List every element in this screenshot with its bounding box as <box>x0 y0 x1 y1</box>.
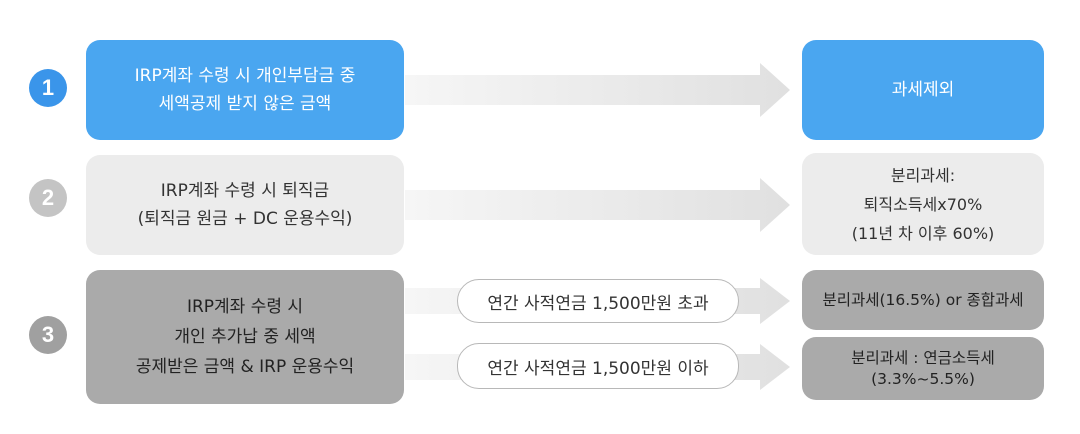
row-1-source-box: IRP계좌 수령 시 개인부담금 중 세액공제 받지 않은 금액 <box>86 40 404 140</box>
arrow-row-1 <box>405 63 790 117</box>
step-number-2: 2 <box>29 179 67 217</box>
row-3a-result-box: 분리과세(16.5%) or 종합과세 <box>802 270 1044 330</box>
row-2-source-box: IRP계좌 수령 시 퇴직금 (퇴직금 원금 + DC 운용수익) <box>86 155 404 255</box>
step-number-1: 1 <box>29 69 67 107</box>
row-1-result-box: 과세제외 <box>802 40 1044 140</box>
arrow-row-2 <box>405 178 790 232</box>
row-3b-result-box: 분리과세 : 연금소득세 (3.3%~5.5%) <box>802 337 1044 400</box>
row-3-source-box: IRP계좌 수령 시 개인 추가납 중 세액 공제받은 금액 & IRP 운용수… <box>86 270 404 404</box>
row-2-result-box: 분리과세: 퇴직소득세x70% (11년 차 이후 60%) <box>802 153 1044 255</box>
condition-under-15m: 연간 사적연금 1,500만원 이하 <box>457 343 739 389</box>
step-number-3: 3 <box>29 316 67 354</box>
condition-over-15m: 연간 사적연금 1,500만원 초과 <box>457 279 739 323</box>
